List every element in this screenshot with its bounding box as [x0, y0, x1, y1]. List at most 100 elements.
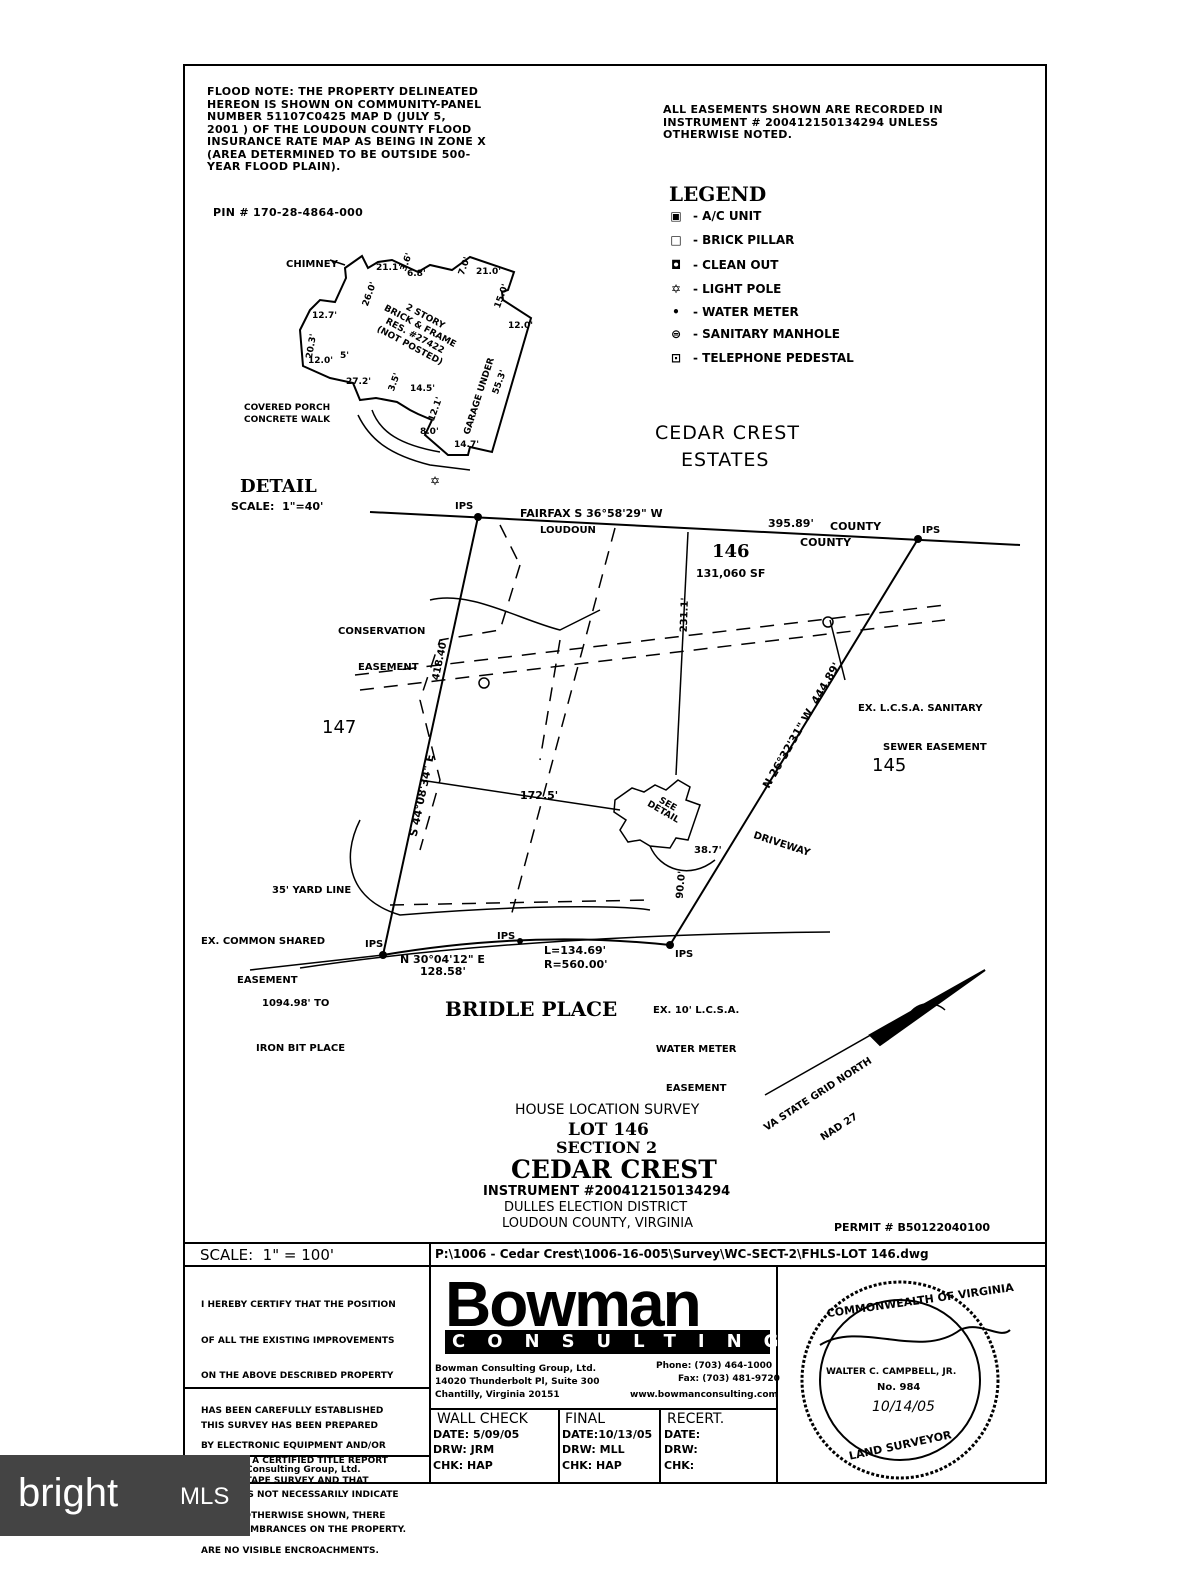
statement-line: OF ALL THE EXISTING IMPROVEMENTS: [201, 1335, 395, 1346]
sanitary-manhole-icon: [822, 616, 834, 628]
wall-check-title: WALL CHECK: [437, 1411, 528, 1427]
detail-dimension: 14.5': [410, 384, 435, 394]
label-line: CONSERVATION: [338, 626, 426, 637]
dimension-38: 38.7': [694, 845, 722, 856]
title-block-rule: [183, 1265, 1047, 1267]
survey-section: SECTION 2: [556, 1138, 658, 1157]
street-name: BRIDLE PLACE: [445, 997, 618, 1021]
detail-scale: SCALE: 1"=40': [231, 500, 324, 513]
detail-dimension: 12.0': [308, 356, 333, 366]
flood-note-line: NUMBER 51107C0425 MAP D (JULY 5,: [207, 110, 446, 123]
title-block-rule: [183, 1387, 430, 1389]
conservation-easement-label: CONSERVATION EASEMENT: [338, 602, 425, 686]
clean-out-icon: ◘: [670, 258, 682, 272]
legend-item: ⊜ - SANITARY MANHOLE: [667, 327, 840, 341]
label-line: EX. COMMON SHARED: [201, 936, 326, 947]
north-arrow-icon: [868, 969, 986, 1047]
pin-number: PIN # 170-28-4864-000: [213, 206, 364, 219]
county-label: COUNTY: [800, 536, 852, 549]
wall-check-date: DATE: 5/09/05: [433, 1428, 520, 1441]
ac-unit-icon: ▣: [670, 209, 682, 223]
wall-check-drawn: DRW: JRM: [433, 1443, 495, 1456]
water-meter-easement-label: EX. 10' L.C.S.A. WATER METER EASEMENT: [653, 978, 739, 1108]
iron-pin-icon: [914, 535, 922, 543]
detail-dimension: 14.7': [454, 440, 479, 450]
title-block-divider: [776, 1265, 778, 1484]
house-detail-outline: [298, 254, 533, 456]
flood-note-line: (AREA DETERMINED TO BE OUTSIDE 500-: [207, 147, 471, 161]
lot-area: 131,060 SF: [696, 567, 766, 580]
statement-line: ARE NO VISIBLE ENCROACHMENTS.: [201, 1546, 379, 1557]
survey-subdivision: CEDAR CREST: [511, 1155, 717, 1184]
easement-note-line: ALL EASEMENTS SHOWN ARE RECORDED IN: [663, 103, 944, 116]
curve-radius: R=560.00': [544, 958, 608, 971]
final-checked: CHK: HAP: [562, 1459, 622, 1472]
easement-note: ALL EASEMENTS SHOWN ARE RECORDED IN INST…: [663, 103, 983, 142]
detail-dimension: 12.0': [508, 321, 533, 331]
ips-label: IPS: [497, 931, 516, 942]
flood-note-line: HEREON IS SHOWN ON COMMUNITY-PANEL: [207, 97, 482, 111]
title-block-divider: [558, 1408, 560, 1484]
seal-date: 10/14/05: [872, 1399, 935, 1415]
recert-title: RECERT.: [667, 1411, 725, 1427]
instrument-number: INSTRUMENT #200412150134294: [483, 1184, 731, 1199]
sanitary-manhole-icon: [478, 677, 490, 689]
chimney-label: CHIMNEY: [286, 259, 338, 270]
firm-logo-bar: [445, 1330, 770, 1354]
concrete-walk-label: CONCRETE WALK: [244, 415, 331, 425]
legend-title: LEGEND: [669, 182, 767, 206]
survey-type: HOUSE LOCATION SURVEY: [515, 1102, 700, 1118]
legend-label: - BRICK PILLAR: [693, 233, 795, 247]
house-on-plat: [613, 779, 701, 849]
wall-check-checked: CHK: HAP: [433, 1459, 493, 1472]
sewer-easement-label: EX. L.C.S.A. SANITARY SEWER EASEMENT: [858, 676, 987, 767]
detail-title: DETAIL: [240, 476, 317, 497]
label-line: EASEMENT: [237, 975, 298, 986]
flood-note-line: INSURANCE RATE MAP AS BEING IN ZONE X: [207, 135, 486, 148]
survey-sheet-border: [183, 64, 1047, 1484]
survey-lot: LOT 146: [568, 1120, 649, 1140]
distance-bottom: 128.58': [420, 965, 466, 978]
title-block-divider: [429, 1242, 431, 1484]
detail-dimension: 21.0': [476, 267, 501, 277]
final-drawn: DRW: MLL: [562, 1443, 625, 1456]
brick-pillar-icon: □: [670, 233, 682, 247]
firm-name: Bowman Consulting Group, Ltd.: [435, 1364, 597, 1374]
subdivision-name-line2: ESTATES: [681, 449, 770, 471]
label-line: SEWER EASEMENT: [883, 742, 987, 753]
lot-147: 147: [322, 717, 357, 738]
lot-number: 146: [712, 541, 750, 562]
watermark-mls: MLS: [180, 1483, 230, 1510]
dimension-172: 172.5': [520, 789, 559, 802]
statement-line: ON THE ABOVE DESCRIBED PROPERTY: [201, 1370, 394, 1381]
detail-dimension: 8.0': [420, 427, 439, 437]
watermark-brand: bright: [18, 1471, 119, 1515]
firm-address-1: 14020 Thunderbolt Pl, Suite 300: [435, 1377, 600, 1387]
distance-to-iron-bit-label: 1094.98' TO IRON BIT PLACE: [256, 966, 345, 1071]
bearing-bottom: N 30°04'12" E: [400, 953, 485, 966]
statement-line: HAS BEEN CAREFULLY ESTABLISHED: [201, 1405, 384, 1416]
county-label: COUNTY: [830, 520, 882, 533]
copyright-line: Consulting Group, Ltd.: [246, 1465, 361, 1475]
ips-label: IPS: [455, 501, 474, 512]
detail-dimension: 27.2': [346, 377, 371, 387]
label-line: EX. 10' L.C.S.A.: [653, 1005, 740, 1016]
firm-logo-subtitle: CONSULTING: [452, 1331, 801, 1352]
title-block-rule: [429, 1408, 777, 1410]
sanitary-manhole-icon: ⊜: [670, 327, 682, 341]
flood-note-line: 2001 ) OF THE LOUDOUN COUNTY FLOOD: [207, 122, 472, 136]
ips-label: IPS: [922, 525, 941, 536]
covered-porch-label: COVERED PORCH: [244, 403, 331, 413]
flood-note-line: FLOOD NOTE: THE PROPERTY DELINEATED: [207, 85, 479, 98]
telephone-pedestal-icon: ⊡: [670, 351, 682, 365]
iron-pin-icon: [474, 513, 482, 521]
permit-number: PERMIT # B50122040100: [834, 1221, 991, 1234]
seal-surveyor-name: WALTER C. CAMPBELL, JR.: [826, 1367, 957, 1377]
legend-label: - SANITARY MANHOLE: [693, 327, 840, 341]
legend-item: ◘- CLEAN OUT: [667, 258, 779, 272]
title-block-rule: [183, 1455, 430, 1457]
final-title: FINAL: [565, 1411, 606, 1427]
legend-item: ▣ - A/C UNIT: [667, 209, 761, 223]
legend-label: - A/C UNIT: [693, 209, 762, 223]
curve-length: L=134.69': [544, 944, 607, 957]
